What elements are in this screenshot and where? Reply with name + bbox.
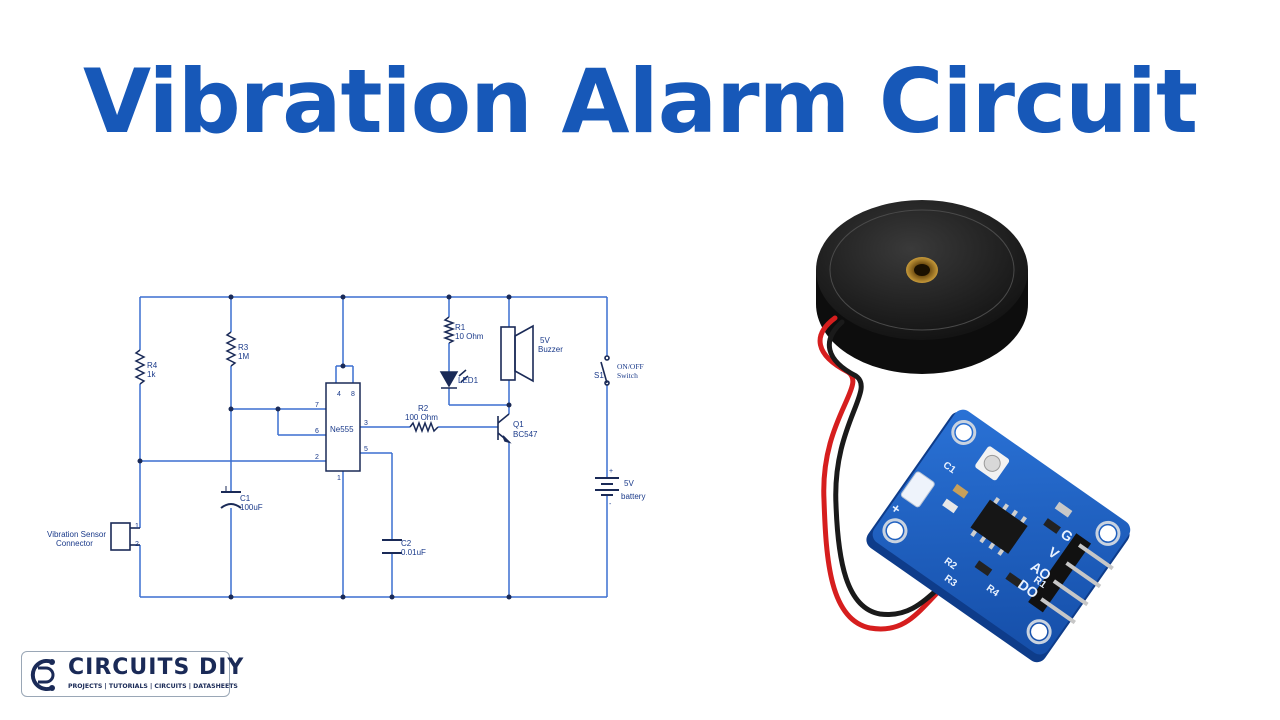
capacitor-c1 (220, 486, 242, 509)
piezo-disc (816, 200, 1028, 374)
switch-label-2: Switch (617, 371, 638, 380)
circuits-diy-logo[interactable]: CIRCUITS DIY PROJECTS | TUTORIALS | CIRC… (21, 651, 243, 697)
sensor-pcb: G V AO DO C1 R1 R2 R3 R4 + (866, 409, 1131, 663)
buzzer-label-1: 5V (540, 336, 550, 345)
c2-value: 0.01uF (401, 548, 426, 557)
sensor-pin-2: 2 (135, 541, 139, 548)
ic-name: Ne555 (330, 425, 354, 434)
r1-value: 10 Ohm (455, 332, 484, 341)
c1-ref: C1 (240, 494, 251, 503)
resistor-r3 (225, 331, 237, 367)
ic-pin-3: 3 (364, 420, 368, 427)
c2-ref: C2 (401, 539, 412, 548)
battery-label-2: battery (621, 492, 645, 501)
logo-tagline: PROJECTS | TUTORIALS | CIRCUITS | DATASH… (68, 683, 238, 690)
logo-name: CIRCUITS DIY (68, 655, 245, 680)
r2-value: 100 Ohm (405, 413, 438, 422)
transistor-q1 (497, 413, 512, 444)
ic-pin-6: 6 (315, 428, 319, 435)
sensor-label-2: Connector (56, 539, 93, 548)
ic-pin-7: 7 (315, 402, 319, 409)
ic-pin-5: 5 (364, 446, 368, 453)
ic-pin-8: 8 (351, 391, 355, 398)
q1-ref: Q1 (513, 420, 524, 429)
junction-dots (137, 294, 512, 600)
r3-value: 1M (238, 352, 249, 361)
page-title: Vibration Alarm Circuit (82, 50, 1198, 153)
r2-ref: R2 (418, 404, 429, 413)
circuit-logo-icon (30, 659, 55, 691)
schematic-wires (139, 296, 608, 598)
sensor-connector (110, 522, 140, 551)
r4-value: 1k (147, 370, 156, 379)
sensor-pin-1: 1 (135, 523, 139, 530)
ic-pin-2: 2 (315, 454, 319, 461)
r3-ref: R3 (238, 343, 249, 352)
sensor-label-1: Vibration Sensor (47, 530, 106, 539)
battery-minus: - (609, 501, 612, 508)
c1-value: 100uF (240, 503, 263, 512)
ne555-ic (325, 382, 361, 472)
ic-pin-4: 4 (337, 391, 341, 398)
battery-plus: + (609, 468, 613, 475)
resistor-r2 (409, 420, 439, 434)
r4-ref: R4 (147, 361, 158, 370)
led-symbol (439, 369, 469, 389)
buzzer-symbol (500, 324, 534, 383)
schematic-diagram: Ne555 4 8 7 6 2 3 5 1 (47, 294, 645, 600)
resistor-r1 (442, 316, 456, 344)
battery-symbol (595, 477, 619, 496)
capacitor-c2 (382, 539, 402, 554)
r1-ref: R1 (455, 323, 466, 332)
battery-label-1: 5V (624, 479, 634, 488)
q1-value: BC547 (513, 430, 538, 439)
disc-wires (817, 315, 951, 632)
ic-pin-1: 1 (337, 475, 341, 482)
switch-s1 (600, 355, 610, 386)
s1-ref: S1 (594, 371, 604, 380)
resistor-r4 (134, 349, 146, 385)
switch-label-1: ON/OFF (617, 362, 644, 371)
led-ref: LED1 (458, 376, 479, 385)
buzzer-label-2: Buzzer (538, 345, 563, 354)
